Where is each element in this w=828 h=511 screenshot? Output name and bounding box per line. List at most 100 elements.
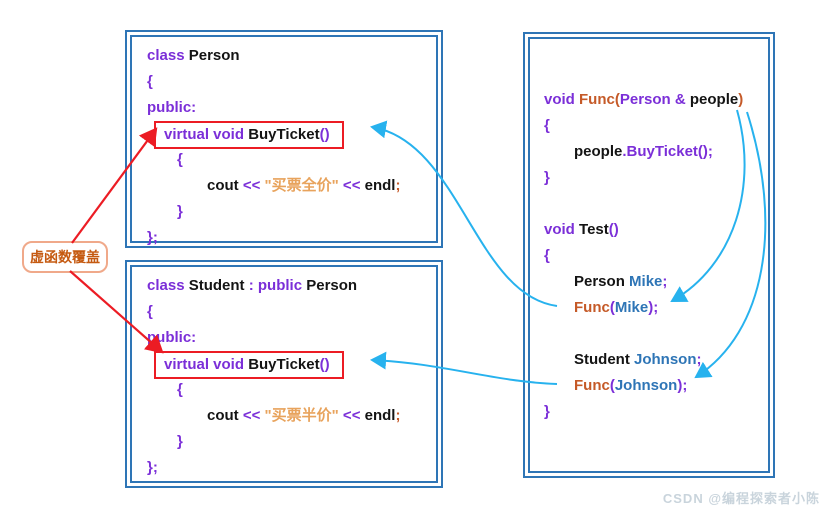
code-token: cout [207, 407, 243, 424]
code-token: { [544, 247, 550, 264]
code-token: { [177, 151, 183, 168]
person-class-box: class Person { public: virtual void BuyTick… [125, 30, 443, 248]
code-token: people [689, 91, 739, 108]
code-token: class [147, 47, 189, 64]
code-token: public: [147, 329, 197, 346]
code-token: Person & [619, 91, 690, 108]
code-token: }; [147, 229, 158, 246]
code-token: Mike [629, 273, 663, 290]
code-line: Func(Mike); [544, 295, 768, 321]
code-token: Person [306, 277, 358, 294]
code-token: void [544, 91, 580, 108]
code-token: BuyTicket [248, 356, 320, 373]
code-token: () [319, 126, 330, 143]
code-line: people.BuyTicket(); [544, 139, 768, 165]
code-token: } [177, 203, 183, 220]
code-token: << [338, 407, 365, 424]
code-line: cout << "买票全价" << endl; [147, 173, 436, 199]
code-token: "买票半价" [264, 407, 339, 424]
code-line: void Func(Person & people) [544, 87, 768, 113]
code-token: ) [738, 91, 744, 108]
code-token: Person [188, 47, 240, 64]
code-token: virtual void [164, 126, 249, 143]
code-token: () [319, 356, 330, 373]
code-token: Func [574, 377, 610, 394]
code-line: public: [147, 95, 436, 121]
student-class-box: class Student : public Person{public:vir… [125, 260, 443, 488]
code-line: }; [147, 225, 436, 251]
virtual-override-label-text: 虚函数覆盖 [30, 249, 100, 265]
code-token: ); [677, 377, 688, 394]
code-token: cout [207, 177, 243, 194]
code-line: class Person [147, 43, 436, 69]
virtual-function-highlight-frame: virtual void BuyTicket() [154, 121, 344, 149]
code-token: Func( [579, 91, 620, 108]
code-line: { [544, 243, 768, 269]
code-token: endl [364, 177, 396, 194]
student-class-box-inner-border: class Student : public Person{public:vir… [130, 265, 438, 483]
code-token: Person [574, 273, 630, 290]
code-token: Student [574, 351, 634, 368]
code-token: ; [696, 351, 702, 368]
code-token: Johnson [634, 351, 697, 368]
code-token: () [608, 221, 619, 238]
code-token: }; [147, 459, 158, 476]
code-line: { [147, 147, 436, 173]
student-class-code: class Student : public Person{public:vir… [132, 267, 436, 481]
code-token: } [544, 403, 550, 420]
code-line: { [544, 113, 768, 139]
code-line: virtual void BuyTicket() [147, 351, 436, 379]
person-class-code: class Person { public: virtual void BuyTick… [132, 37, 436, 251]
code-token: ( [609, 377, 615, 394]
code-line: { [147, 69, 436, 95]
code-line: Person Mike; [544, 269, 768, 295]
code-token: << [242, 407, 265, 424]
code-token: ; [395, 177, 401, 194]
code-token: << [338, 177, 365, 194]
code-line: Func(Johnson); [544, 373, 768, 399]
code-token: Test [579, 221, 609, 238]
code-token: ( [609, 299, 615, 316]
code-line: void Test() [544, 217, 768, 243]
code-line: { [147, 377, 436, 403]
code-token: "买票全价" [264, 177, 339, 194]
code-token: endl [364, 407, 396, 424]
code-line: { [147, 299, 436, 325]
func-test-box-inner-border: void Func(Person & people){people.BuyTic… [528, 37, 770, 473]
code-token: ; [395, 407, 401, 424]
code-token: Johnson [614, 377, 678, 394]
code-token: virtual void [164, 356, 249, 373]
code-token: ; [662, 273, 668, 290]
code-line: public: [147, 325, 436, 351]
code-line: } [147, 429, 436, 455]
code-token: } [544, 169, 550, 186]
code-token: { [544, 117, 550, 134]
code-token: public: [147, 99, 197, 116]
code-token: { [177, 381, 183, 398]
code-line: cout << "买票半价" << endl; [147, 403, 436, 429]
code-token: class [147, 277, 189, 294]
virtual-override-label: 虚函数覆盖 [22, 241, 108, 273]
code-line [544, 321, 768, 347]
code-token: Func [574, 299, 610, 316]
func-test-box: void Func(Person & people){people.BuyTic… [523, 32, 775, 478]
code-token: << [242, 177, 265, 194]
code-token: BuyTicket [248, 126, 320, 143]
code-token: } [177, 433, 183, 450]
code-line: } [544, 165, 768, 191]
func-test-code: void Func(Person & people){people.BuyTic… [530, 39, 768, 425]
virtual-function-highlight-frame: virtual void BuyTicket() [154, 351, 344, 379]
code-token: Student [188, 277, 249, 294]
code-token: { [147, 303, 153, 320]
code-line: } [544, 399, 768, 425]
code-line: Student Johnson; [544, 347, 768, 373]
person-class-box-inner-border: class Person { public: virtual void BuyTick… [130, 35, 438, 246]
code-line: }; [147, 455, 436, 481]
code-token: { [147, 73, 153, 90]
code-token: ); [648, 299, 659, 316]
code-token: Mike [614, 299, 649, 316]
code-token: .BuyTicket(); [622, 143, 713, 160]
code-token: people [574, 143, 623, 160]
code-line: virtual void BuyTicket() [147, 121, 436, 149]
